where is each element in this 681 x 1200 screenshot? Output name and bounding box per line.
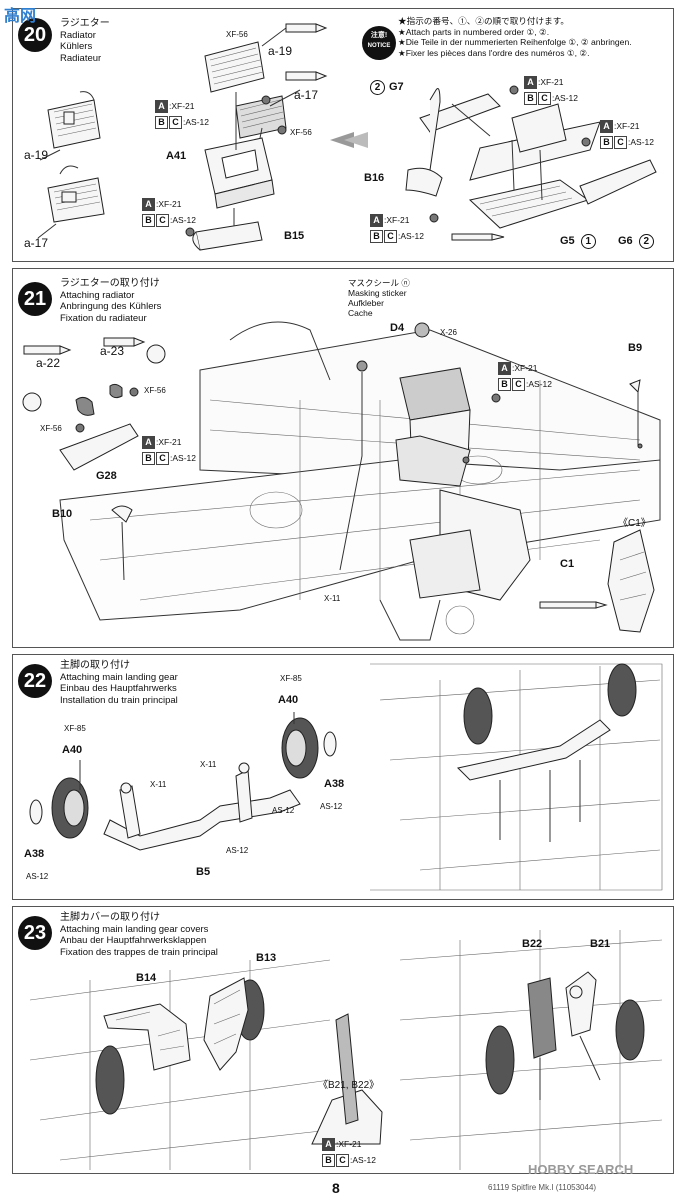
- intake-assembly-g7-icon: [405, 85, 657, 241]
- strut-b5-icon: [103, 762, 301, 851]
- footer-product-code: 61119 Spitfire Mk.I (11053044): [488, 1183, 597, 1192]
- masking-sticker-note: マスクシール ⓝ Masking sticker Aufkleber Cache: [348, 278, 410, 318]
- direction-arrow-icon: [330, 132, 368, 148]
- cover-b22-installed-icon: [527, 977, 557, 1100]
- watermark-top-left: 高网: [4, 8, 37, 25]
- label-x11: X-11: [324, 594, 341, 603]
- label-b14: B14: [136, 972, 157, 984]
- label-a17-right: a-17: [294, 88, 319, 102]
- label-a38-a: A38: [24, 848, 45, 860]
- label-b5: B5: [196, 866, 211, 878]
- label-x11-a: X-11: [150, 780, 167, 789]
- label-b21: B21: [590, 938, 611, 950]
- label-c1-detail: 《C1》: [618, 518, 651, 529]
- step-22-number: 22: [18, 664, 52, 698]
- label-g28: G28: [96, 470, 117, 482]
- label-as12-b: AS-12: [320, 802, 343, 811]
- label-a19-top: a-19: [268, 44, 293, 58]
- label-a40-b: A40: [278, 694, 299, 706]
- antenna-b9-icon: [629, 379, 643, 449]
- wing-underside-icon: [370, 663, 663, 891]
- step-20-number: 20: [18, 18, 52, 52]
- radiator-part-a17-icon: [37, 165, 105, 239]
- label-b10: B10: [52, 508, 73, 520]
- label-a23: a-23: [100, 344, 125, 358]
- label-a19-left: a-19: [24, 148, 49, 162]
- label-xf56-top: XF-56: [226, 30, 248, 39]
- wing-underside-right-icon: [399, 930, 663, 1170]
- label-g6: G6 2: [618, 234, 654, 249]
- page-number: 8: [332, 1180, 340, 1196]
- label-x26: X-26: [440, 328, 457, 337]
- step-21-title: ラジエターの取り付け Attaching radiator Anbringung…: [60, 278, 162, 324]
- cover-b21-installed-icon: [565, 971, 601, 1081]
- label-a17-left: a-17: [24, 236, 49, 250]
- wheel-a40-right-icon: [281, 712, 337, 779]
- knife-icon-step21: [23, 337, 608, 609]
- step-22-panel: [12, 654, 674, 900]
- label-a40-a: A40: [62, 744, 83, 756]
- label-g5: G5 1: [560, 234, 596, 249]
- wing-underside-left-icon: [29, 959, 331, 1170]
- label-xf85-a: XF-85: [64, 724, 86, 733]
- label-a38-b: A38: [324, 778, 345, 790]
- wheel-a40-left-icon: [29, 760, 89, 839]
- notice-text: ★指示の番号、①、②の順で取り付けます。 ★Attach parts in nu…: [398, 16, 632, 58]
- step-23-title: 主脚カバーの取り付け Attaching main landing gear c…: [60, 912, 218, 958]
- label-xf85-b: XF-85: [280, 674, 302, 683]
- d4-light-icon: [339, 322, 430, 571]
- label-b15: B15: [284, 230, 305, 242]
- label-xf56-right: XF-56: [290, 128, 312, 137]
- label-a22: a-22: [36, 356, 61, 370]
- radiator-assembly-a41-icon: [185, 27, 301, 251]
- step-21-number: 21: [18, 282, 52, 316]
- label-b21-b22: 《B21, B22》: [318, 1080, 380, 1091]
- watermark-bottom-right: HOBBY SEARCH: [528, 1162, 634, 1177]
- intake-scoop-g28-icon: [22, 344, 166, 471]
- step-22-title: 主脚の取り付け Attaching main landing gear Einb…: [60, 660, 178, 706]
- label-as12-c: AS-12: [272, 806, 295, 815]
- step-23-number: 23: [18, 916, 52, 950]
- label-b16: B16: [364, 172, 385, 184]
- hobby-knife-icon: [285, 23, 328, 81]
- label-as12-a: AS-12: [26, 872, 49, 881]
- label-as12-d: AS-12: [226, 846, 249, 855]
- label-xf56-b: XF-56: [40, 424, 62, 433]
- c1-detail-icon: [607, 529, 655, 633]
- label-b22: B22: [522, 938, 543, 950]
- label-b13: B13: [256, 952, 277, 964]
- label-d4: D4: [390, 322, 405, 334]
- cover-b14-icon: [103, 1003, 191, 1071]
- radiator-housing-c1-icon: [395, 367, 531, 601]
- label-c1: C1: [560, 558, 575, 570]
- label-b9: B9: [628, 342, 643, 354]
- label-xf56-a: XF-56: [144, 386, 166, 395]
- cover-detail-b21-b22-icon: [311, 1013, 383, 1145]
- cover-b13-icon: [203, 977, 249, 1071]
- step-20-title: ラジエター Radiator Kühlers Radiateur: [60, 18, 110, 64]
- radiator-part-a19-icon: [39, 91, 101, 161]
- label-x11-b: X-11: [200, 760, 217, 769]
- label-a41: A41: [166, 150, 187, 162]
- pitot-b10-icon: [111, 505, 133, 581]
- notice-badge: 注意! NOTICE: [362, 26, 396, 60]
